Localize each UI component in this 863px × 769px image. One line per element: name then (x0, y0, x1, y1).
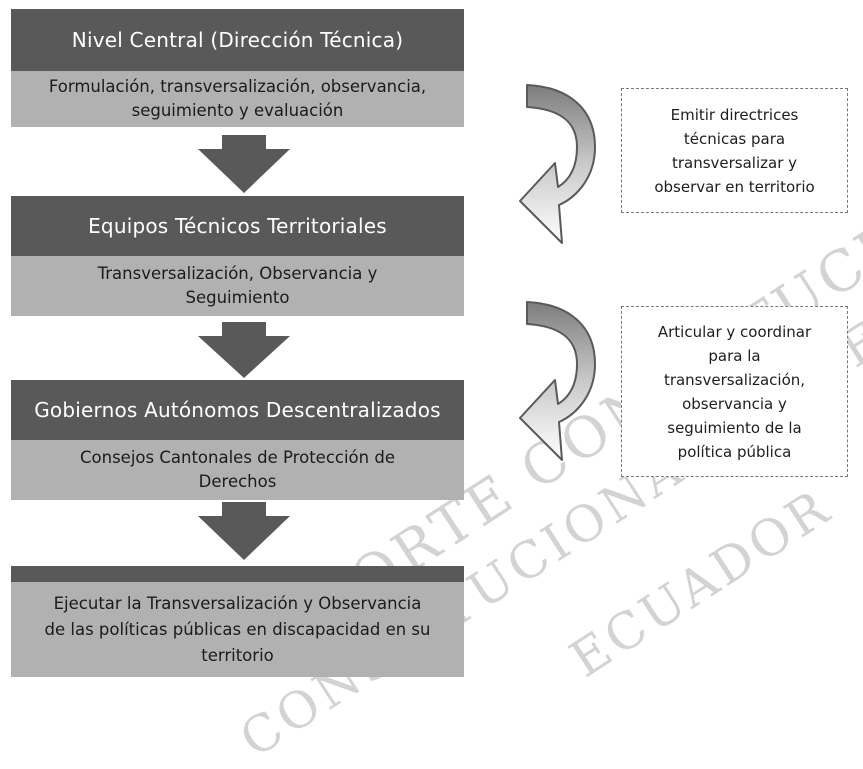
down-arrow-3 (198, 502, 290, 560)
curved-arrow-2 (519, 301, 596, 461)
down-arrow-1 (198, 135, 290, 193)
level-2-header: Equipos Técnicos Territoriales (11, 196, 464, 256)
level-2-description: Transversalización, Observancia y Seguim… (11, 256, 464, 316)
curved-arrow-1 (519, 84, 596, 244)
level-1-header: Nivel Central (Dirección Técnica) (11, 9, 464, 71)
down-arrow-2 (198, 322, 290, 378)
level-3-header: Gobiernos Autónomos Descentralizados (11, 380, 464, 440)
side-note-2: Articular y coordinar para la transversa… (621, 306, 848, 477)
level-1-description: Formulación, transversalización, observa… (11, 71, 464, 127)
level-3-description: Consejos Cantonales de Protección de Der… (11, 440, 464, 500)
level-4-header (11, 566, 464, 582)
level-4-description: Ejecutar la Transversalización y Observa… (11, 582, 464, 677)
side-note-1: Emitir directrices técnicas para transve… (621, 88, 848, 213)
